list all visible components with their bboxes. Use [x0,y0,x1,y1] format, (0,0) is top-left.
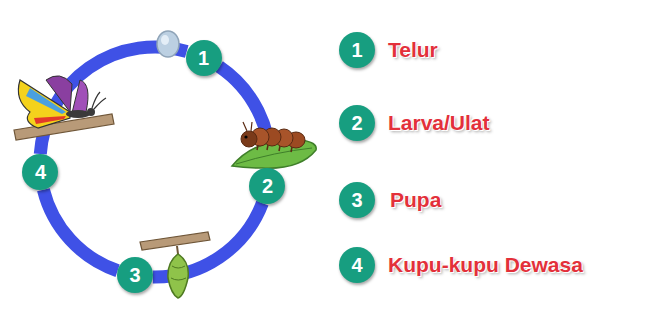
branch-drawing [140,232,210,250]
cycle-step-badge: 2 [249,168,285,204]
silk-thread [177,246,178,254]
legend-step-badge: 1 [339,32,375,68]
cycle-arc [43,190,117,271]
cycle-step-badge: 3 [117,257,153,293]
legend-step-badge: 4 [339,247,375,283]
callout-number: 4 [351,255,362,275]
legend-step-badge: 3 [339,182,375,218]
callout-number: 1 [351,40,362,60]
egg-drawing [157,31,179,57]
cycle-step-badge: 4 [22,154,58,190]
caterpillar-drawing [241,122,305,152]
pupa-stripes [171,266,186,280]
callout-number: 3 [351,190,362,210]
callout-number: 2 [262,176,273,196]
callout-number: 1 [198,48,209,68]
stage-name: Telur [388,38,438,61]
leaf-vein [236,148,312,164]
legend-step-badge: 2 [339,105,375,141]
butterfly-drawing [18,76,106,128]
callout-number: 4 [35,162,46,182]
callout-number: 2 [351,113,362,133]
stage-name: Larva/Ulat [388,111,490,134]
callout-number: 3 [129,265,140,285]
egg-highlight [161,35,169,45]
pupa-drawing [168,254,188,298]
cycle-step-badge: 1 [186,40,222,76]
stage-name: Pupa [390,188,441,211]
cycle-arc [40,47,186,154]
stage-name: Kupu-kupu Dewasa [388,253,583,276]
